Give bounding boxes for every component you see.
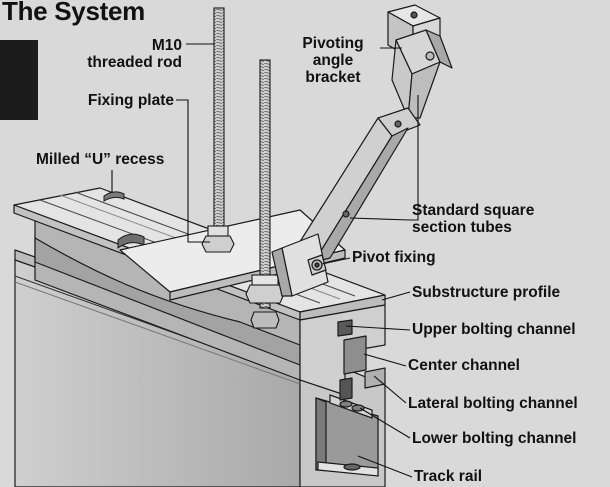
pivot-fixing-bracket [271,233,329,297]
threaded-rod-left [201,7,235,253]
label-substructure-profile: Substructure profile [412,284,561,301]
label-pivoting-line1: Pivoting [302,35,364,52]
label-tubes-line1: Standard square [412,202,535,219]
section-tab [0,40,38,120]
threaded-rod-right [245,59,285,329]
leader-lines [111,43,419,478]
label-center-channel: Center channel [408,357,520,374]
milled-u-recess [103,191,125,202]
square-section-tubes [295,29,453,263]
diagram-title: The System [2,0,145,26]
label-pivoting-line3: bracket [305,69,361,86]
label-lateral-bolting-channel: Lateral bolting channel [408,395,578,412]
label-m10-rod: M10 threaded rod [70,37,182,71]
label-upper-bolting-channel: Upper bolting channel [412,321,576,338]
label-tubes-line2: section tubes [412,219,512,236]
label-lower-bolting-channel: Lower bolting channel [412,430,577,447]
label-track-rail: Track rail [414,468,483,485]
label-pivoting-bracket: Pivoting angle bracket [278,35,388,86]
label-pivot-fixing: Pivot fixing [352,249,436,266]
track-rail-end-cavity [315,394,379,477]
label-m10-line2: threaded rod [87,54,182,71]
label-milled-recess: Milled “U” recess [36,151,165,168]
label-pivoting-line2: angle [312,52,354,69]
label-fixing-plate: Fixing plate [87,92,174,109]
label-m10-line1: M10 [151,37,182,54]
label-square-tubes: Standard square section tubes [412,202,534,236]
